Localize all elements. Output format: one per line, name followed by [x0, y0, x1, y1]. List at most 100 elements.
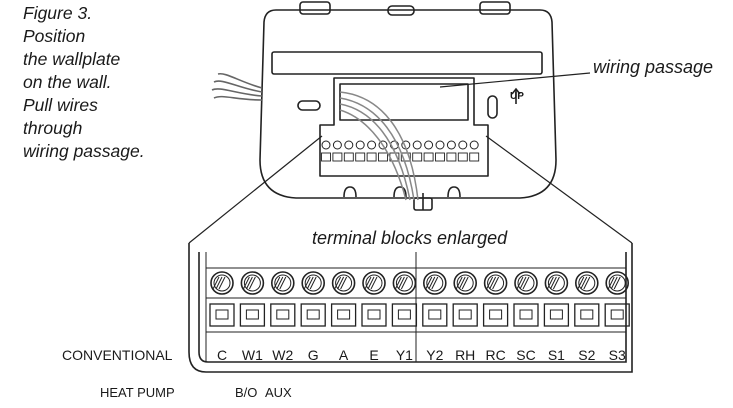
terminal-screw-inner [304, 274, 322, 292]
wires-through-passage [339, 91, 419, 201]
terminal-screw [240, 271, 265, 295]
terminal-screw-inner [213, 274, 231, 292]
terminal-clamp-hole [337, 309, 351, 320]
terminal-screw [362, 271, 386, 295]
mini-terminal-screw [469, 140, 479, 150]
screw-slot [489, 276, 497, 290]
screw-slot [337, 276, 345, 290]
screw-slot [516, 276, 524, 290]
terminal-screw [331, 271, 356, 295]
terminal-clamp [270, 303, 296, 327]
terminal-label: G [307, 347, 319, 363]
terminal-screw [605, 271, 630, 295]
terminal-clamp [543, 303, 570, 327]
conventional-label: CONVENTIONAL [62, 347, 173, 363]
terminal-clamp [239, 303, 266, 327]
mini-terminal-screw [344, 140, 354, 150]
mini-terminal-clamp [366, 152, 377, 162]
mini-terminal-screw [446, 140, 456, 150]
terminal-screw-inner [335, 274, 353, 292]
mini-terminal-clamp [343, 152, 354, 162]
terminal-screw [301, 271, 326, 295]
screw-slot [242, 276, 250, 290]
terminal-label: S3 [608, 347, 626, 363]
terminal-screw-inner [274, 274, 292, 292]
terminal-clamp-hole [215, 309, 229, 320]
wallplate-top-tab [299, 1, 331, 15]
heat-pump-terminal-aux: AUX [265, 385, 292, 400]
mini-terminal-clamp [332, 152, 343, 162]
screw-slot [303, 276, 311, 290]
screw-slot [522, 276, 530, 290]
terminal-screw-inner [608, 274, 626, 292]
terminal-clamp [209, 303, 235, 327]
terminal-label: C [216, 347, 228, 363]
mini-terminal-clamp [435, 152, 445, 162]
terminal-label: Y1 [395, 347, 413, 363]
screw-slot [613, 276, 621, 290]
caption-line: Figure 3. [23, 3, 93, 23]
mini-terminal-clamp [321, 152, 331, 162]
terminal-label: A [338, 347, 349, 363]
terminal-screw-inner [456, 274, 474, 292]
screw-slot [607, 276, 615, 290]
terminal-screw [483, 271, 508, 295]
terminal-clamp [574, 303, 600, 327]
screw-slot [519, 276, 527, 290]
up-arrow-icon [511, 87, 521, 104]
screw-slot [546, 276, 554, 290]
figure-caption: Figure 3. Position the wallplate on the … [23, 2, 183, 163]
caption-line: the wallplate [23, 49, 121, 69]
wiring-passage-leader [439, 72, 591, 88]
screw-slot [215, 276, 223, 290]
heat-pump-terminal-bo: B/O [235, 385, 258, 400]
screw-slot [610, 276, 618, 290]
terminal-clamp [513, 303, 539, 327]
terminal-label: SC [516, 347, 536, 363]
wallplate-top-tab [479, 1, 511, 15]
terminal-clamp [361, 303, 387, 327]
terminal-clamp [604, 303, 630, 327]
terminal-screw [544, 271, 569, 295]
screw-slot [340, 276, 348, 290]
terminal-label: W2 [272, 347, 294, 363]
mini-terminal-clamp [457, 152, 468, 162]
wires-left [211, 72, 263, 101]
screw-slot [309, 276, 317, 290]
terminal-label: S1 [547, 347, 565, 363]
terminal-clamp [452, 303, 478, 327]
terminal-clamp-hole [549, 309, 563, 320]
terminal-label: S2 [578, 347, 596, 363]
wallplate-outline [259, 9, 557, 199]
wallplate-shelf [271, 51, 543, 75]
screw-slot [549, 276, 557, 290]
wiring-passage-inner [339, 83, 469, 121]
terminal-screw [422, 271, 447, 295]
up-label: UP [510, 91, 524, 102]
mini-terminal-clamp [378, 152, 388, 162]
mini-terminal-clamp [412, 152, 423, 162]
screw-slot [245, 276, 253, 290]
terminal-screw [453, 271, 478, 295]
terminal-label: W1 [241, 347, 263, 363]
wallplate-top-tab [387, 5, 415, 16]
terminal-screw-inner [243, 274, 261, 292]
screw-slot [455, 276, 463, 290]
mini-terminal-screw [355, 140, 365, 150]
wiring-passage-frame [319, 77, 489, 177]
terminal-block-enlarged [188, 243, 633, 373]
terminal-clamp [330, 303, 357, 327]
mini-terminal-screw [424, 140, 434, 150]
caption-line: Pull wires [23, 95, 98, 115]
terminal-blocks-label: terminal blocks enlarged [312, 228, 508, 248]
mini-terminal-screw [458, 140, 468, 150]
caption-line: Position [23, 26, 86, 46]
screw-slot [218, 276, 226, 290]
caption-line: through [23, 118, 83, 138]
terminal-screw [392, 271, 417, 295]
caption-line: on the wall. [23, 72, 112, 92]
mini-terminal-clamp [355, 152, 366, 162]
screw-slot [552, 276, 560, 290]
terminal-screw-inner [365, 274, 383, 292]
